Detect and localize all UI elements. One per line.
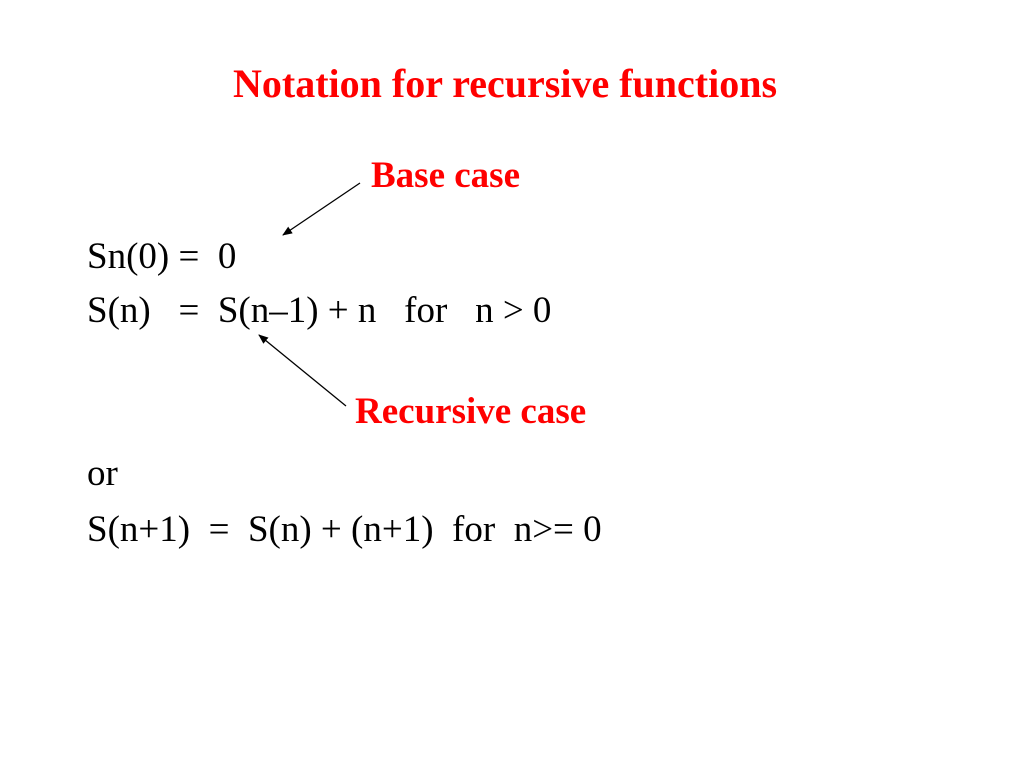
alternate-equation: S(n+1) = S(n) + (n+1) for n>= 0 [87,509,602,550]
recursive-case-label: Recursive case [355,391,587,432]
slide-title: Notation for recursive functions [232,61,778,106]
or-text: or [87,453,118,494]
base-case-arrow [282,182,361,236]
recursive-case-arrow [258,334,347,407]
base-case-equation: Sn(0) = 0 [87,236,237,277]
base-case-label: Base case [371,155,520,196]
recursive-case-equation: S(n) = S(n–1) + n for n > 0 [87,290,552,331]
